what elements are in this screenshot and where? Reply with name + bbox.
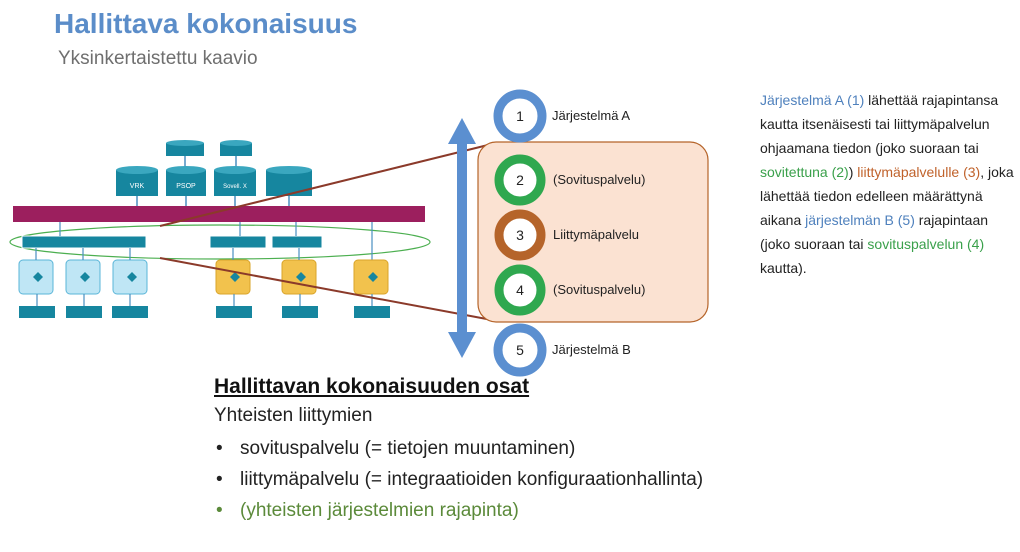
node-3-number: 3 — [516, 227, 524, 243]
parts-section: Hallittavan kokonaisuuden osat Yhteisten… — [214, 375, 834, 526]
node-4: 4 (Sovituspalvelu) — [494, 264, 646, 316]
parts-item-text: sovituspalvelu (= tietojen muuntaminen) — [240, 438, 576, 459]
mini-label-sovx: Sovell. X — [223, 184, 247, 190]
desc-segment-1: Järjestelmä A (1) — [760, 92, 865, 108]
mini-components-teal — [18, 248, 148, 295]
bidirectional-arrow — [448, 118, 476, 358]
desc-segment-5: liittymäpalvelulle (3) — [857, 164, 981, 180]
desc-segment-8: rajapintaan (joko suoraan tai — [760, 212, 989, 252]
zoom-connector-top — [159, 143, 493, 227]
node-2-label: (Sovituspalvelu) — [553, 172, 646, 187]
parts-list-item: • liittymäpalvelu (= integraatioiden konf… — [214, 464, 834, 495]
architecture-thumbnail: VRK PSOP Sovell. X — [9, 140, 431, 318]
mini-label-vrk: VRK — [130, 183, 145, 190]
node-5-label: Järjestelmä B — [552, 342, 631, 357]
page-title: Hallittava kokonaisuus — [54, 8, 358, 39]
parts-subtitle: Yhteisten liittymien — [214, 405, 373, 426]
parts-item-text: liittymäpalvelu (= integraatioiden konfi… — [240, 469, 704, 490]
mini-system-cylinders: VRK PSOP Sovell. X — [116, 166, 312, 206]
parts-list: • sovituspalvelu (= tietojen muuntaminen)… — [214, 433, 834, 526]
node-4-label: (Sovituspalvelu) — [553, 282, 646, 297]
mini-interface-ellipse — [9, 224, 431, 260]
node-2: 2 (Sovituspalvelu) — [494, 154, 646, 206]
node-1-label: Järjestelmä A — [552, 108, 630, 123]
mini-components-yellow — [215, 248, 389, 295]
zoom-connector-bottom — [159, 257, 493, 321]
parts-title: Hallittavan kokonaisuuden osat — [214, 375, 530, 398]
mini-bottom-systems — [19, 294, 390, 318]
desc-segment-2: lähettää rajapintansa kautta itsenäisest… — [760, 92, 999, 156]
page-subtitle: Yksinkertaistettu kaavio — [58, 48, 258, 69]
bullet-icon: • — [216, 500, 223, 521]
node-2-number: 2 — [516, 172, 524, 188]
node-1-number: 1 — [516, 108, 524, 124]
mini-label-psop: PSOP — [176, 183, 196, 190]
mini-interface-boxes — [21, 222, 373, 260]
bullet-icon: • — [216, 469, 223, 490]
desc-segment-7: järjestelmän B (5) — [805, 212, 915, 228]
node-4-number: 4 — [516, 282, 524, 298]
node-1: 1 Järjestelmä A — [493, 89, 630, 143]
parts-list-item: • sovituspalvelu (= tietojen muuntaminen) — [214, 433, 834, 464]
node-3-label: Liittymäpalvelu — [553, 227, 639, 242]
desc-segment-9: sovituspalvelun (4) — [867, 236, 985, 252]
flow-description: Järjestelmä A (1) lähettää rajapintansa … — [760, 88, 1016, 280]
desc-segment-6: , joka lähettää tiedon edelleen määrätty… — [760, 164, 1014, 228]
parts-list-item: • (yhteisten järjestelmien rajapinta) — [214, 495, 834, 526]
desc-segment-10: kautta). — [760, 260, 807, 276]
desc-segment-4: ) — [848, 164, 858, 180]
bullet-icon: • — [216, 438, 223, 459]
mini-top-databases — [166, 140, 252, 167]
desc-segment-3: sovitettuna (2) — [760, 164, 849, 180]
node-3: 3 Liittymäpalvelu — [494, 209, 639, 261]
node-5: 5 Järjestelmä B — [493, 323, 631, 377]
parts-item-text: (yhteisten järjestelmien rajapinta) — [240, 500, 519, 521]
mini-integration-bus — [13, 206, 425, 222]
node-5-number: 5 — [516, 342, 524, 358]
